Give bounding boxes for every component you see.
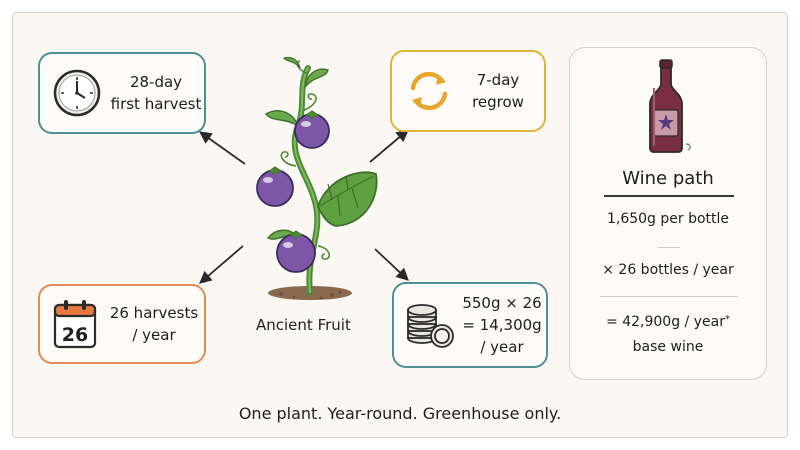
grams-per-bottle: 1,650g per bottle [606, 211, 730, 227]
wine-path-title: Wine path [622, 168, 714, 189]
harvests-per-year: / year [132, 326, 176, 344]
first-harvest-box: 28-day first harvest [38, 52, 206, 134]
clock-icon [53, 69, 101, 117]
footer-caption: One plant. Year-round. Greenhouse only. [238, 404, 562, 423]
calendar-icon: 26 [53, 300, 97, 349]
first-harvest-label: first harvest [110, 95, 202, 113]
footnote-mark: * [724, 314, 730, 325]
harvests-count: 26 harvests [109, 304, 199, 322]
yield-box: 550g × 26 = 14,300g / year [392, 282, 548, 368]
short-divider [658, 247, 680, 248]
first-harvest-days: 28-day [129, 73, 183, 91]
coin-stack-icon [407, 304, 454, 348]
arrow-to-first-harvest [198, 131, 246, 165]
plant-label: Ancient Fruit [256, 316, 351, 334]
arrow-to-harvests [199, 245, 244, 284]
title-divider [604, 195, 734, 197]
yield-total: = 14,300g [462, 316, 542, 334]
regrow-label: regrow [472, 93, 524, 111]
yield-formula: 550g × 26 [462, 294, 542, 312]
long-divider [600, 296, 738, 297]
calendar-day: 26 [62, 324, 88, 346]
ancient-fruit-plant-icon [256, 56, 378, 300]
regrow-days: 7-day [476, 71, 520, 89]
harvests-box: 26 26 harvests / year [38, 284, 206, 364]
wine-total-row: = 42,900g / year* [570, 314, 766, 330]
yield-per-year: / year [480, 338, 524, 356]
regrow-arrows-icon [410, 71, 448, 111]
arrow-to-regrow [369, 129, 409, 163]
wine-bottle-icon [649, 59, 691, 153]
wine-path-card: Wine path 1,650g per bottle × 26 bottles… [569, 47, 767, 380]
arrow-to-yield [374, 248, 409, 281]
wine-grams-total: = 42,900g / year [606, 314, 725, 330]
regrow-box: 7-day regrow [390, 50, 546, 132]
bottles-per-year: × 26 bottles / year [602, 262, 734, 278]
base-wine-label: base wine [632, 339, 704, 355]
